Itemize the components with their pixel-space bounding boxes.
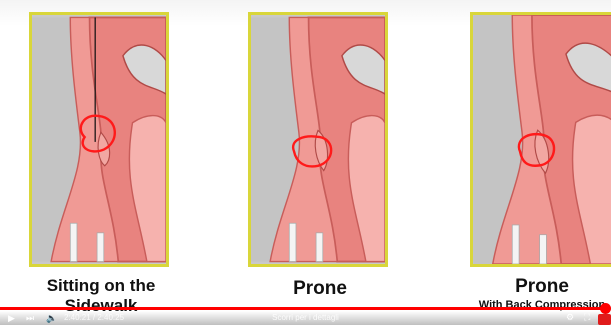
airway-panel-sitting <box>29 12 169 267</box>
airway-illustration-sitting <box>32 15 166 264</box>
live-badge <box>598 314 611 325</box>
airway-panel-prone-back-compression <box>470 12 611 267</box>
caption-prone: Prone <box>245 278 395 300</box>
caption-prone-title: Prone <box>515 276 569 297</box>
airway-panel-prone <box>248 12 388 267</box>
airway-illustration-prone-back-compression <box>473 15 611 264</box>
caption-sitting-on-the-sidewalk: Sitting on the Sidewalk <box>26 276 176 316</box>
video-progress-played <box>0 307 608 310</box>
video-progress-bar[interactable] <box>0 307 611 310</box>
scroll-for-details-hint[interactable]: Scorri per i dettagli <box>0 313 611 322</box>
airway-illustration-prone <box>251 15 385 264</box>
